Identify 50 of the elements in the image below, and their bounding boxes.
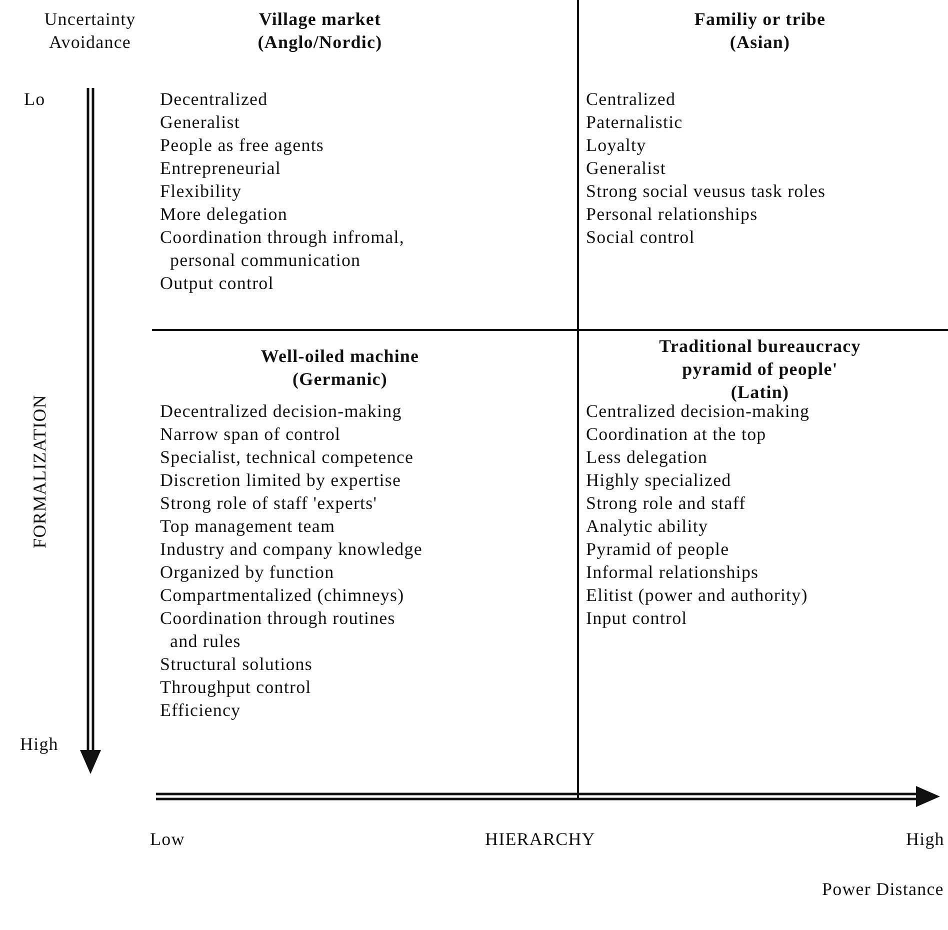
list-item: Decentralized decision-making xyxy=(160,400,402,423)
scale-label: Low xyxy=(150,828,185,851)
list-item: Discretion limited by expertise xyxy=(160,469,402,492)
list-item: Strong role of staff 'experts' xyxy=(160,492,378,515)
list-item: Specialist, technical competence xyxy=(160,446,414,469)
axis-title: Power Distance xyxy=(822,878,944,901)
list-item: More delegation xyxy=(160,203,288,226)
quadrant-heading: Traditional bureaucracy pyramid of people' (Latin) xyxy=(658,335,862,404)
quadrant-heading: Familiy or tribe (Asian) xyxy=(693,8,827,54)
list-item: Personal relationships xyxy=(586,203,758,226)
scale-label: High xyxy=(906,828,944,851)
list-item: Input control xyxy=(586,607,688,630)
list-item: Generalist xyxy=(586,157,666,180)
list-item: Highly specialized xyxy=(586,469,732,492)
list-item: Coordination through routines and rules xyxy=(160,607,396,653)
list-item: Centralized xyxy=(586,88,676,111)
list-item: Throughput control xyxy=(160,676,312,699)
list-item: Flexibility xyxy=(160,180,242,203)
scale-label: High xyxy=(20,733,58,756)
list-item: Compartmentalized (chimneys) xyxy=(160,584,404,607)
list-item: Strong social veusus task roles xyxy=(586,180,826,203)
list-item: Informal relationships xyxy=(586,561,759,584)
list-item: Generalist xyxy=(160,111,240,134)
list-item: Decentralized xyxy=(160,88,268,111)
list-item: Output control xyxy=(160,272,274,295)
list-item: Efficiency xyxy=(160,699,241,722)
list-item: Loyalty xyxy=(586,134,646,157)
axis-title: Uncertainty Avoidance xyxy=(43,8,137,54)
list-item: Structural solutions xyxy=(160,653,312,676)
list-item: Paternalistic xyxy=(586,111,683,134)
quadrant-heading: Well-oiled machine (Germanic) xyxy=(260,345,420,391)
list-item: Pyramid of people xyxy=(586,538,730,561)
list-item: Organized by function xyxy=(160,561,334,584)
list-item: Less delegation xyxy=(586,446,708,469)
list-item: Strong role and staff xyxy=(586,492,746,515)
list-item: Social control xyxy=(586,226,695,249)
list-item: Industry and company knowledge xyxy=(160,538,422,561)
list-item: Centralized decision-making xyxy=(586,401,810,423)
scale-label: Lo xyxy=(24,88,46,111)
list-item: Narrow span of control xyxy=(160,423,341,446)
list-item: Coordination at the top xyxy=(586,423,766,446)
axis-title: FORMALIZATION xyxy=(28,394,50,548)
quadrant-heading: Village market (Anglo/Nordic) xyxy=(256,8,384,54)
list-item: Top management team xyxy=(160,515,336,538)
list-item: Entrepreneurial xyxy=(160,157,281,180)
list-item: Elitist (power and authority) xyxy=(586,584,808,607)
list-item: Coordination through infromal, personal communication xyxy=(160,226,406,272)
list-item: People as free agents xyxy=(160,134,324,157)
axis-title: HIERARCHY xyxy=(485,828,596,851)
list-item: Analytic ability xyxy=(586,515,708,538)
